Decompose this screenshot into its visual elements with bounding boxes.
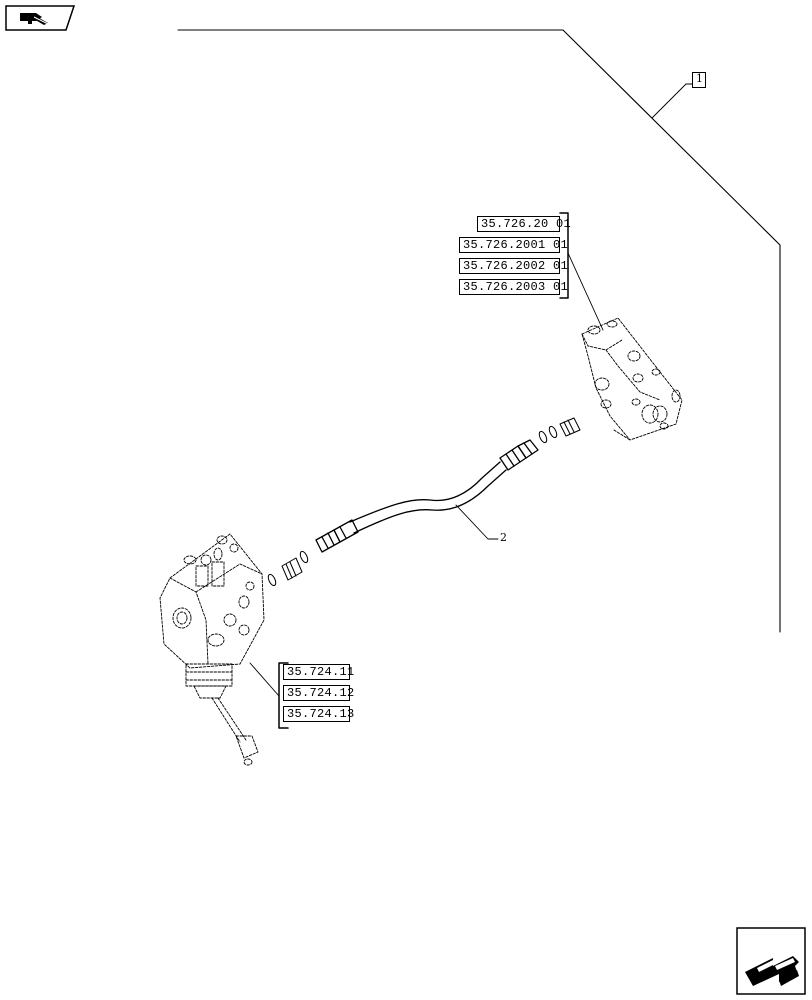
left-control-valve [159, 533, 265, 766]
callout-2: 2 [500, 531, 507, 544]
ref-35-726-2001-01[interactable]: 35.726.2001 01 [459, 237, 568, 253]
ref-35-726-20-01[interactable]: 35.726.20 01 [477, 216, 571, 232]
ref-35-724-12[interactable]: 35.724.12 [283, 685, 354, 701]
next-page-icon [736, 927, 806, 995]
right-valve-block [581, 317, 683, 441]
callout-1: 1 [692, 72, 706, 88]
hydraulic-hose [315, 439, 539, 553]
upper-ref-bracket [559, 212, 569, 299]
next-page-button[interactable] [735, 926, 807, 996]
ref-35-724-13[interactable]: 35.724.13 [283, 706, 354, 722]
left-adapter-set [267, 550, 309, 587]
ref-35-724-11[interactable]: 35.724.11 [283, 664, 354, 680]
right-adapter-set [538, 417, 581, 444]
callout-2-leader [455, 504, 499, 540]
ref-35-726-2002-01[interactable]: 35.726.2002 01 [459, 258, 568, 274]
assembly-boundary-line [177, 29, 781, 633]
callout-1-leader [651, 83, 687, 119]
previous-page-icon [5, 5, 76, 31]
ref-35-726-2003-01[interactable]: 35.726.2003 01 [459, 279, 568, 295]
previous-page-button[interactable] [4, 4, 76, 32]
